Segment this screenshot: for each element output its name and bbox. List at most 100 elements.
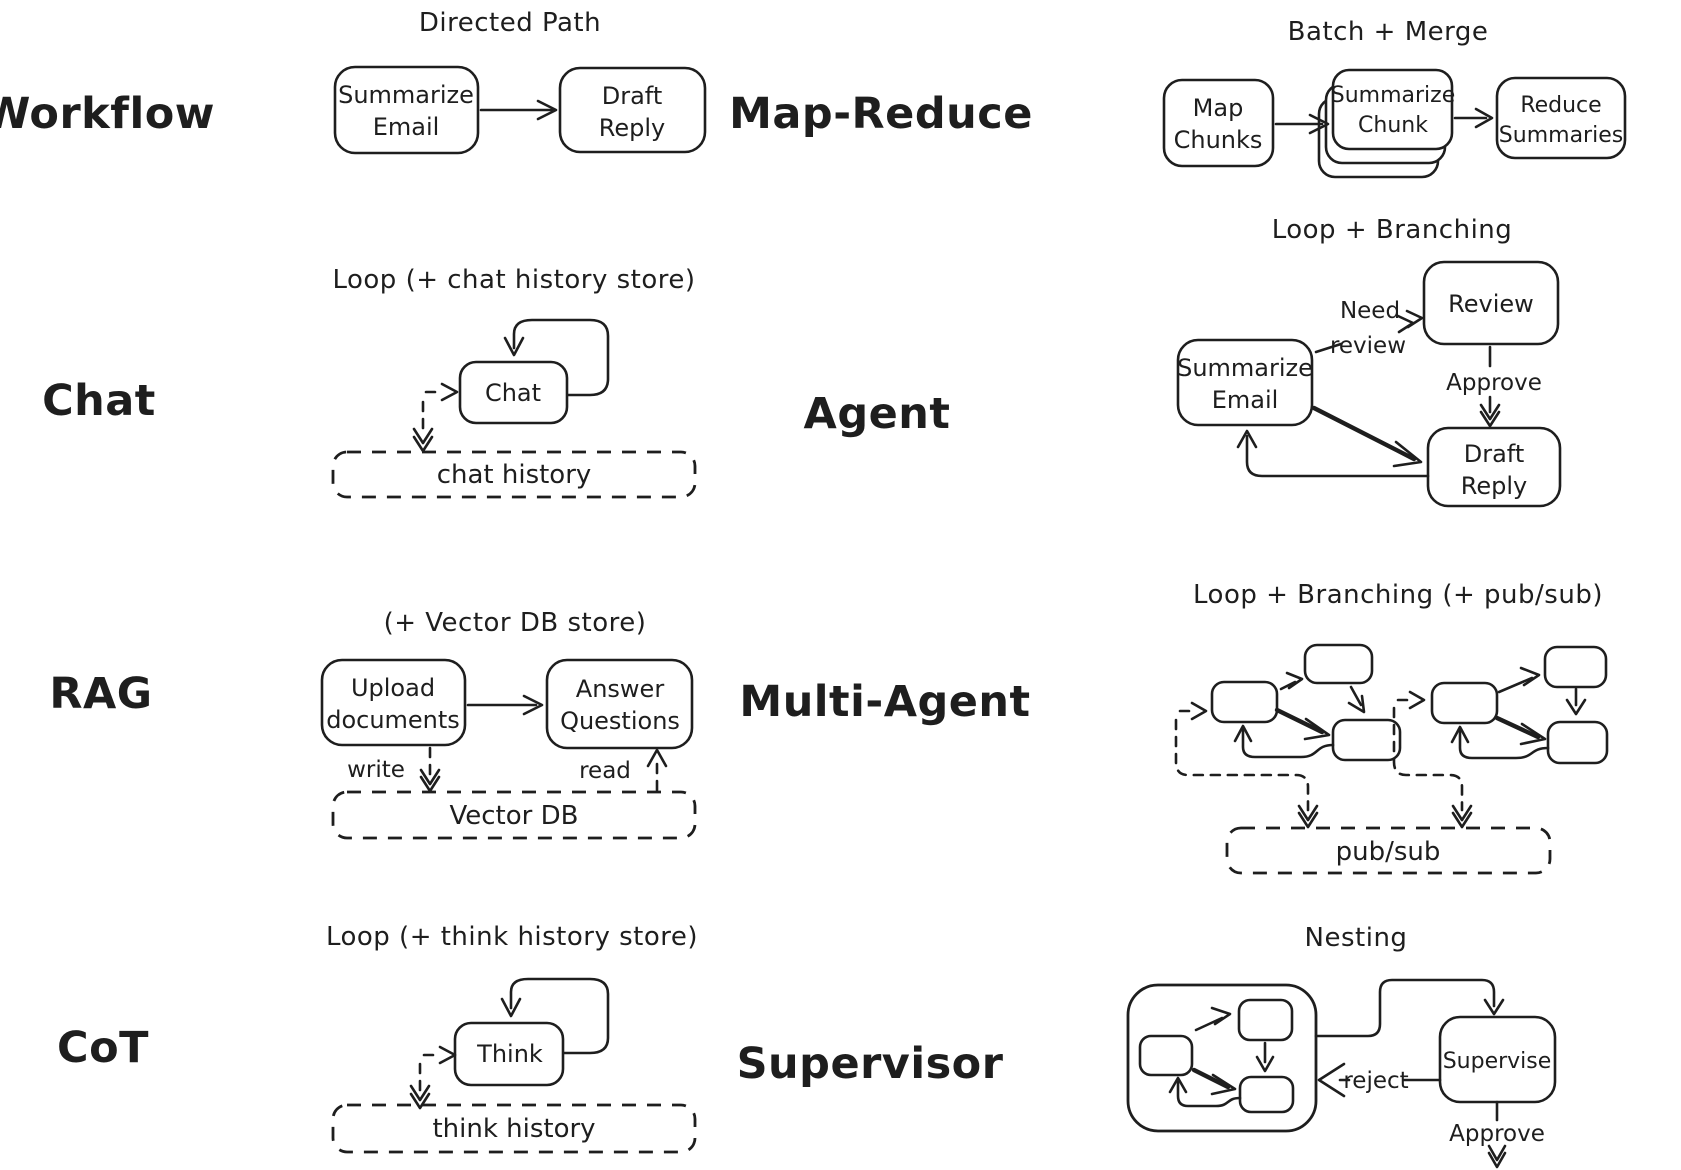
pubsub-store xyxy=(1225,826,1552,875)
cluster1-top-to-bottom-arrow xyxy=(1347,685,1366,714)
workflow-summarize-line1: Summarize xyxy=(338,81,474,109)
supervisor-label: Supervisor xyxy=(737,1039,1004,1089)
workflow-draft-reply-node xyxy=(558,66,707,154)
rag-upload-node xyxy=(320,658,467,747)
cluster2-top-node xyxy=(1543,645,1608,689)
agent-approve-label: Approve xyxy=(1446,370,1542,396)
cluster2-to-pubsub-arrow xyxy=(1392,706,1473,829)
agent-draft-to-summarize-arrow xyxy=(1236,429,1430,478)
multi-agent-cluster-1 xyxy=(1174,643,1402,829)
agent-need-review-arrow xyxy=(1314,309,1424,354)
agent-summarize-line2: Email xyxy=(1212,386,1279,414)
pubsub-text: pub/sub xyxy=(1336,837,1441,867)
multi-agent-title: Loop + Branching (+ pub/sub) xyxy=(1193,580,1603,610)
chat-node xyxy=(458,360,569,425)
multi-agent-label: Multi-Agent xyxy=(739,677,1030,727)
rag-title: (+ Vector DB store) xyxy=(384,608,647,638)
rag-upload-line1: Upload xyxy=(351,674,435,702)
think-history-store xyxy=(331,1103,697,1154)
reduce-summaries-line1: Reduce xyxy=(1520,93,1601,118)
chat-history-store xyxy=(331,450,697,499)
inner-top-to-bottom-arrow xyxy=(1255,1041,1275,1073)
multi-agent-cluster-2 xyxy=(1392,645,1609,829)
cluster2-bottom-node xyxy=(1546,720,1609,765)
supervisor-title: Nesting xyxy=(1305,923,1408,953)
agent-draft-line1: Draft xyxy=(1464,440,1525,468)
agent-review-text: Review xyxy=(1448,290,1534,318)
chat-label: Chat xyxy=(42,376,156,426)
chat-node-text: Chat xyxy=(485,379,541,407)
think-entry-arrow xyxy=(422,1045,457,1065)
inner-left-to-top-arrow xyxy=(1194,1006,1232,1032)
map-chunks-node xyxy=(1162,78,1275,168)
chat-self-loop-arrow xyxy=(503,318,610,397)
inner-loop-arrow xyxy=(1168,1076,1242,1108)
agent-title: Loop + Branching xyxy=(1272,215,1513,245)
rag-upload-to-answer-arrow xyxy=(466,694,544,716)
cluster2-left-to-bottom-arrow xyxy=(1494,715,1547,746)
summarize-chunk-line2: Chunk xyxy=(1358,113,1428,138)
cluster1-left-to-bottom-arrow xyxy=(1274,707,1331,741)
cluster2-loop-arrow xyxy=(1450,725,1550,760)
agent-summarize-email-node xyxy=(1176,338,1314,427)
rag-read-arrow xyxy=(646,748,668,792)
chat-title: Loop (+ chat history store) xyxy=(332,265,695,295)
supervise-text: Supervise xyxy=(1443,1049,1552,1074)
map-reduce-label: Map-Reduce xyxy=(729,89,1033,139)
think-history-text: think history xyxy=(432,1114,595,1144)
cot-title: Loop (+ think history store) xyxy=(326,922,698,952)
summarize-to-reduce-arrow xyxy=(1453,107,1494,129)
supervisor-inner-cluster xyxy=(1138,998,1295,1114)
workflow-section: Workflow Directed Path Summarize Email D… xyxy=(0,8,707,155)
inner-left-to-bottom-arrow xyxy=(1191,1067,1237,1096)
agent-need-review-line1: Need xyxy=(1340,298,1400,324)
rag-section: RAG (+ Vector DB store) Upload documents… xyxy=(49,608,697,840)
rag-answer-line1: Answer xyxy=(576,675,665,703)
inner-bottom-node xyxy=(1238,1075,1295,1114)
map-reduce-section: Map-Reduce Batch + Merge Map Chunks Summ… xyxy=(729,17,1627,179)
rag-read-label: read xyxy=(579,758,631,784)
cluster2-left-node xyxy=(1430,681,1499,725)
map-to-summarize-arrow xyxy=(1274,113,1330,135)
cot-label: CoT xyxy=(57,1023,149,1073)
agent-summarize-to-draft-arrow xyxy=(1311,405,1423,468)
inner-top-node xyxy=(1237,998,1294,1042)
think-self-loop-arrow xyxy=(500,977,610,1055)
reject-arrow xyxy=(1317,1062,1442,1098)
chat-to-history-arrow xyxy=(412,400,434,453)
cluster1-left-node xyxy=(1210,680,1279,724)
rag-upload-line2: documents xyxy=(326,706,460,734)
reduce-summaries-node xyxy=(1495,76,1627,160)
agent-need-review-line2: review xyxy=(1330,333,1406,359)
supervisor-approve-label: Approve xyxy=(1449,1121,1545,1147)
workflow-arrow xyxy=(479,99,558,121)
workflow-draft-line1: Draft xyxy=(602,82,663,110)
cluster2-entry-arrow xyxy=(1396,690,1426,710)
supervisor-section: Supervisor Nesting xyxy=(737,923,1557,1169)
cot-section: CoT Loop (+ think history store) Think t… xyxy=(57,922,698,1154)
agent-label: Agent xyxy=(804,389,951,439)
rag-answer-line2: Questions xyxy=(560,707,680,735)
chat-section: Chat Loop (+ chat history store) Chat ch… xyxy=(42,265,697,499)
agent-summarize-line1: Summarize xyxy=(1177,354,1313,382)
cluster1-left-to-top-arrow xyxy=(1279,671,1304,691)
workflow-draft-line2: Reply xyxy=(599,114,665,142)
rag-label: RAG xyxy=(49,669,152,719)
reduce-summaries-line2: Summaries xyxy=(1499,123,1623,148)
multi-agent-section: Multi-Agent Loop + Branching (+ pub/sub) xyxy=(739,580,1609,875)
summarize-chunk-line1: Summarize xyxy=(1331,83,1456,108)
rag-write-label: write xyxy=(347,757,405,783)
map-chunks-line1: Map xyxy=(1193,94,1244,122)
container-to-supervise-arrow xyxy=(1314,978,1505,1038)
vector-db-text: Vector DB xyxy=(450,801,579,831)
chat-entry-arrow xyxy=(424,382,459,402)
cluster1-loop-arrow xyxy=(1233,724,1335,759)
workflow-title: Directed Path xyxy=(419,8,601,38)
vector-db-store xyxy=(331,790,697,840)
cluster1-bottom-node xyxy=(1331,718,1402,762)
agent-review-node xyxy=(1422,260,1560,346)
cluster1-entry-arrow xyxy=(1178,701,1208,721)
summarize-chunk-node xyxy=(1331,68,1454,151)
inner-left-node xyxy=(1138,1034,1194,1077)
